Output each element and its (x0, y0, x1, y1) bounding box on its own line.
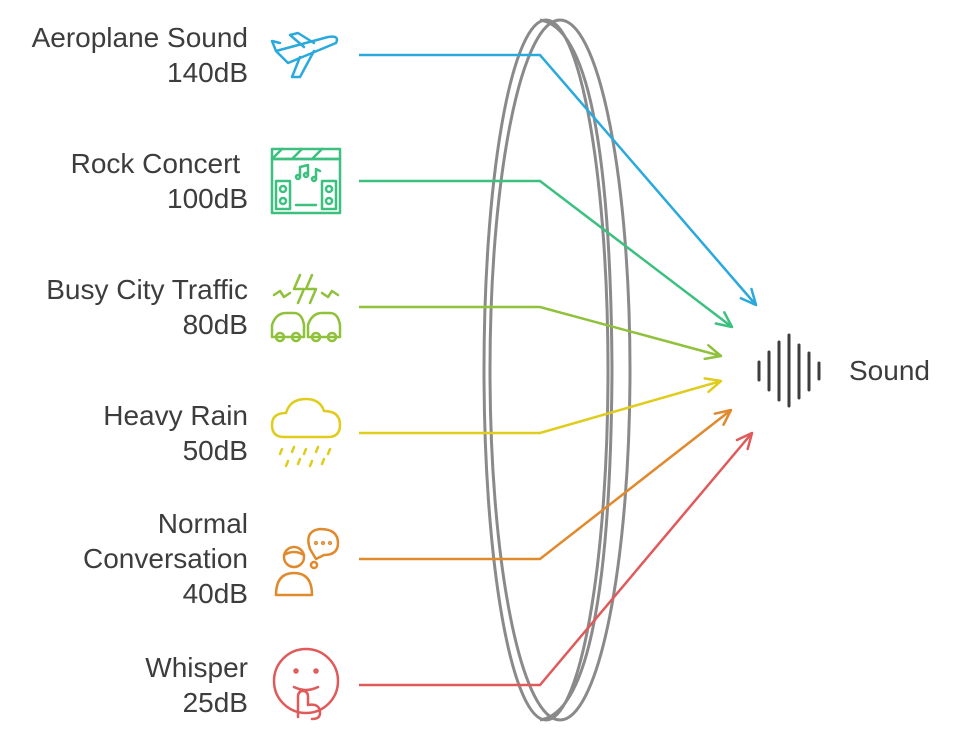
arrowhead-6 (735, 431, 754, 451)
connector-line-4 (359, 379, 722, 435)
rain-cloud-icon (270, 397, 342, 468)
source-name: Rock Concert (70, 148, 248, 179)
source-level: 100dB (167, 183, 248, 214)
arrowhead-1 (739, 287, 758, 307)
connector-line-1 (359, 53, 757, 306)
source-level: 80dB (182, 309, 248, 340)
target-label: Sound (849, 355, 930, 386)
source-level: 50dB (182, 435, 248, 466)
airplane-icon (270, 31, 339, 79)
source-label: Heavy Rain 50dB (103, 398, 248, 468)
conversation-person-icon (274, 527, 340, 597)
source-level: 25dB (182, 687, 248, 718)
shush-face-icon (272, 647, 340, 721)
source-level: 40dB (182, 578, 248, 609)
source-name: Aeroplane Sound (31, 22, 248, 53)
sound-wave-icon (757, 333, 821, 408)
lens-disc (482, 18, 632, 722)
arrowhead-2 (714, 311, 734, 329)
source-label: Aeroplane Sound 140dB (32, 20, 248, 90)
source-name: Busy City Traffic (46, 274, 248, 305)
source-name-line: Normal (157, 508, 248, 539)
source-name: Whisper (145, 652, 248, 683)
connector-layer (359, 53, 758, 687)
source-level: 140dB (167, 57, 248, 88)
arrowhead-4 (703, 377, 723, 394)
arrowhead-3 (703, 344, 723, 361)
source-name-line: Conversation (83, 543, 248, 574)
source-label: Whisper 25dB (145, 650, 248, 720)
connector-line-6 (359, 432, 753, 687)
source-label: Rock Concert 100dB (71, 146, 248, 216)
connector-line-5 (359, 409, 732, 561)
source-name: Heavy Rain (103, 400, 248, 431)
connector-line-3 (359, 305, 722, 358)
traffic-cars-icon (270, 273, 342, 343)
connector-line-2 (359, 179, 733, 328)
concert-stage-icon (270, 147, 342, 215)
icon-layer (270, 31, 342, 721)
source-label: Busy City Traffic 80dB (46, 272, 248, 342)
arrowhead-5 (713, 408, 733, 426)
